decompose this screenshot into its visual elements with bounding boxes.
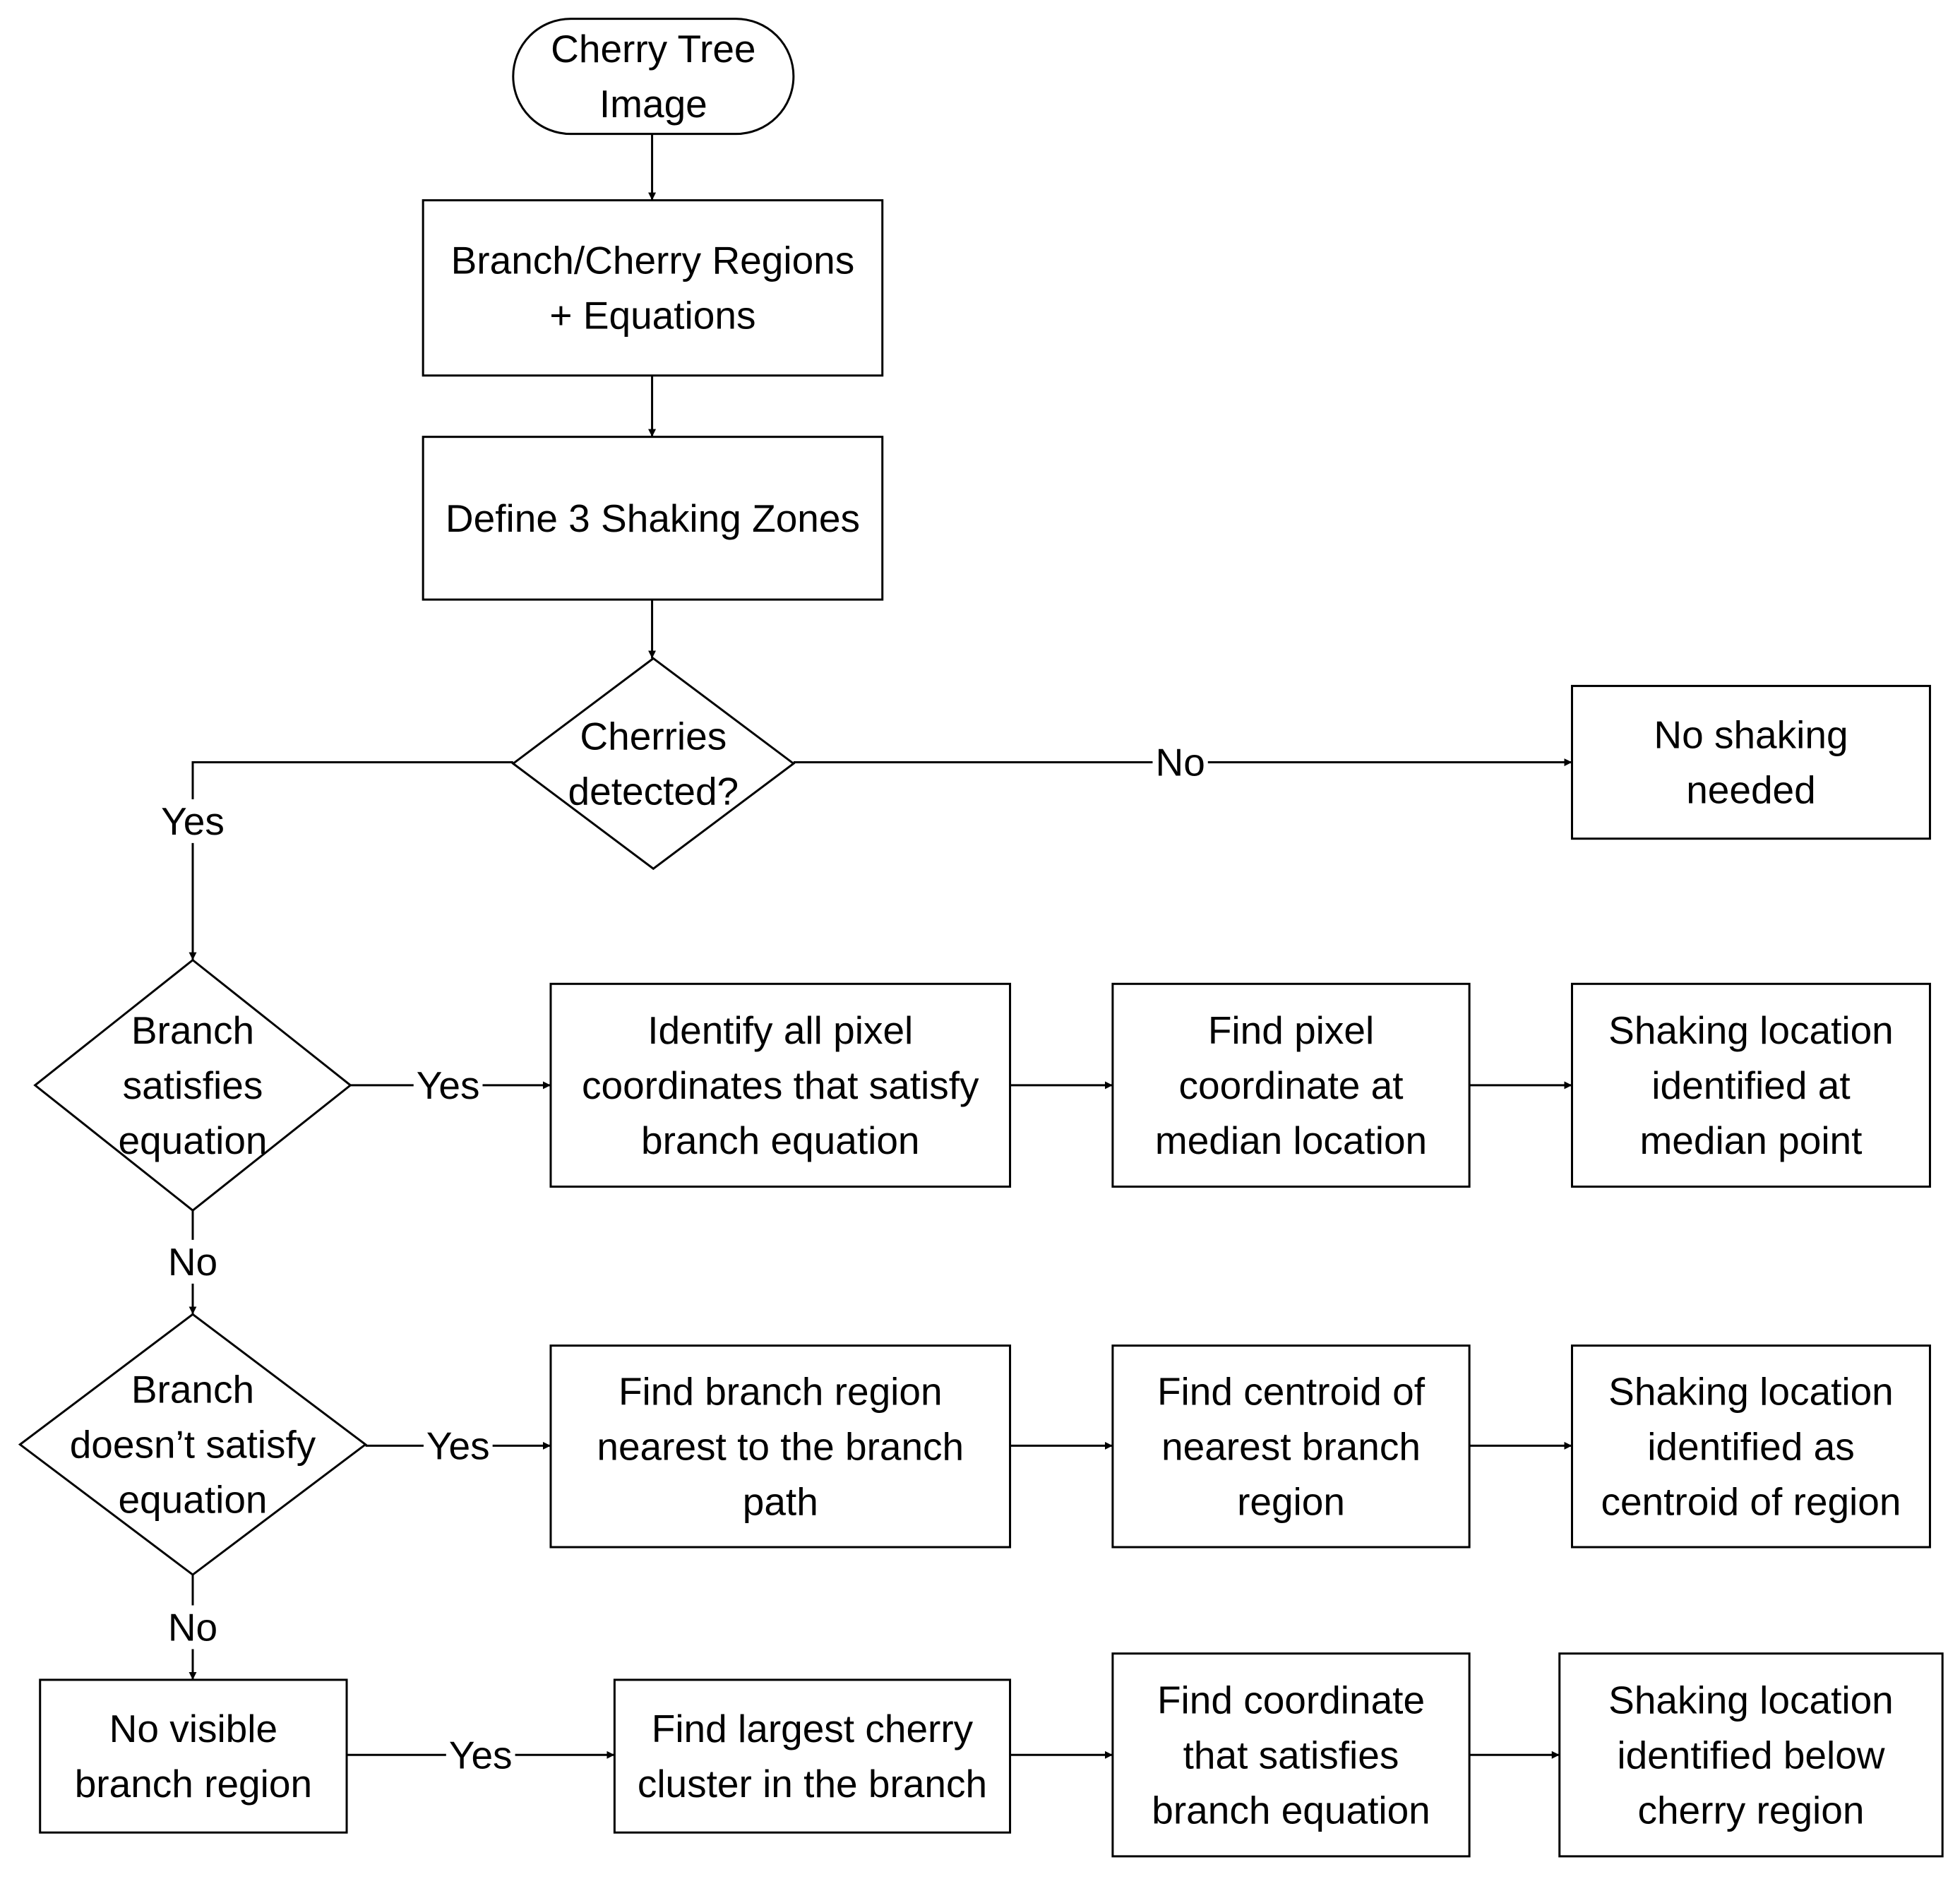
node-label-line: Shaking location: [1608, 1369, 1894, 1413]
process-box: [1111, 1344, 1471, 1549]
node-find-median: Find pixel coordinate at median location: [1111, 982, 1471, 1188]
node-label-line: doesn’t satisfy: [70, 1423, 316, 1467]
edge-label-no: No: [168, 1240, 217, 1284]
node-regions: Branch/Cherry Regions + Equations: [422, 199, 884, 377]
node-label-line: Find branch region: [619, 1369, 943, 1413]
process-box: [549, 1344, 1012, 1549]
node-coord-satisfies: Find coordinate that satisfies branch equa…: [1111, 1652, 1471, 1858]
node-label-line: nearest branch: [1161, 1424, 1421, 1468]
edge-label-no: No: [1155, 741, 1205, 785]
node-label-line: Find pixel: [1208, 1008, 1374, 1052]
process-box: [422, 199, 884, 377]
node-label-line: coordinates that satisfy: [582, 1063, 979, 1107]
node-label-line: detected?: [568, 769, 739, 813]
node-label-line: centroid of region: [1601, 1479, 1901, 1523]
node-label-line: Define 3 Shaking Zones: [446, 496, 860, 540]
process-box: [549, 982, 1012, 1188]
node-label-line: region: [1237, 1479, 1345, 1523]
process-box: [422, 436, 884, 601]
node-label-line: Cherry Tree: [551, 27, 755, 71]
edge-label-background: [165, 1605, 221, 1650]
node-label-line: Shaking location: [1608, 1008, 1894, 1052]
edge-label-background: [158, 799, 227, 843]
node-label-line: cluster in the branch: [638, 1762, 987, 1806]
process-box: [1558, 1652, 1944, 1858]
node-label-line: identified as: [1647, 1424, 1855, 1468]
node-label-line: that satisfies: [1183, 1733, 1399, 1777]
node-branch-satisfies: Branch satisfies equation: [33, 958, 352, 1212]
node-label-line: identified at: [1651, 1063, 1850, 1107]
edge-label-background: [1152, 740, 1208, 785]
process-box: [1111, 1652, 1471, 1858]
connector-detect-yes: [189, 761, 513, 960]
edge-label-yes: Yes: [449, 1733, 513, 1777]
decision-diamond: [18, 1313, 368, 1576]
node-label-line: satisfies: [123, 1063, 263, 1107]
node-label-line: Shaking location: [1608, 1678, 1894, 1722]
edge-label-background: [413, 1063, 483, 1107]
decision-diamond: [33, 958, 352, 1212]
node-branch-not-satisfies: Branch doesn’t satisfy equation: [18, 1313, 368, 1576]
edge-label-background: [165, 1239, 221, 1284]
node-label-line: equation: [118, 1119, 267, 1162]
node-shake-median: Shaking location identified at median poin…: [1570, 982, 1931, 1188]
node-label-line: Cherries: [580, 714, 727, 758]
node-label-line: Identify all pixel: [647, 1008, 913, 1052]
node-label-line: median location: [1155, 1119, 1427, 1162]
node-label-line: branch equation: [1152, 1788, 1430, 1832]
node-identify-pixels: Identify all pixel coordinates that satis…: [549, 982, 1012, 1188]
node-no-visible: No visible branch region: [39, 1678, 348, 1834]
node-label-line: cherry region: [1637, 1788, 1864, 1832]
node-label-line: Branch: [131, 1008, 254, 1052]
node-label-line: coordinate at: [1179, 1063, 1404, 1107]
node-label-line: No shaking: [1654, 713, 1848, 757]
node-shake-below: Shaking location identified below cherry r…: [1558, 1652, 1944, 1858]
node-label-line: + Equations: [549, 294, 755, 338]
node-label-line: nearest to the branch: [597, 1424, 964, 1468]
node-label-line: Find coordinate: [1157, 1678, 1425, 1722]
node-label-line: path: [743, 1479, 818, 1523]
node-cherries-detected: Cherries detected?: [511, 657, 796, 871]
node-label-line: equation: [118, 1478, 267, 1522]
process-box: [613, 1678, 1012, 1834]
process-box: [1570, 982, 1931, 1188]
edge-label-no: No: [168, 1605, 217, 1649]
process-box: [39, 1678, 348, 1834]
edge-label-background: [423, 1424, 493, 1468]
node-label-line: branch equation: [641, 1119, 919, 1162]
node-label-line: Find largest cherry: [652, 1707, 974, 1750]
node-label-line: Branch/Cherry Regions: [451, 239, 855, 282]
edge-label-yes: Yes: [417, 1063, 480, 1107]
node-centroid: Find centroid of nearest branch region: [1111, 1344, 1471, 1549]
process-box: [1111, 982, 1471, 1188]
node-nearest-region: Find branch region nearest to the branch p…: [549, 1344, 1012, 1549]
node-label-line: No visible: [109, 1707, 277, 1750]
node-largest-cluster: Find largest cherry cluster in the branch: [613, 1678, 1012, 1834]
process-box: [1570, 1344, 1931, 1549]
node-label-line: branch region: [75, 1762, 312, 1806]
node-label-line: needed: [1686, 768, 1816, 812]
terminator-shape: [512, 18, 795, 136]
node-label-line: Branch: [131, 1368, 254, 1412]
node-shake-centroid: Shaking location identified as centroid of…: [1570, 1344, 1931, 1549]
node-label-line: identified below: [1617, 1733, 1884, 1777]
process-box: [1570, 684, 1931, 840]
node-label-line: median point: [1639, 1119, 1862, 1162]
edge-label-yes: Yes: [426, 1424, 490, 1467]
edge-label-background: [446, 1733, 515, 1777]
edge-label-yes: Yes: [161, 799, 225, 843]
decision-diamond: [511, 657, 796, 871]
node-label-line: Find centroid of: [1157, 1369, 1426, 1413]
node-zones: Define 3 Shaking Zones: [422, 436, 884, 601]
node-no-shaking: No shaking needed: [1570, 684, 1931, 840]
node-label-line: Image: [599, 82, 707, 126]
